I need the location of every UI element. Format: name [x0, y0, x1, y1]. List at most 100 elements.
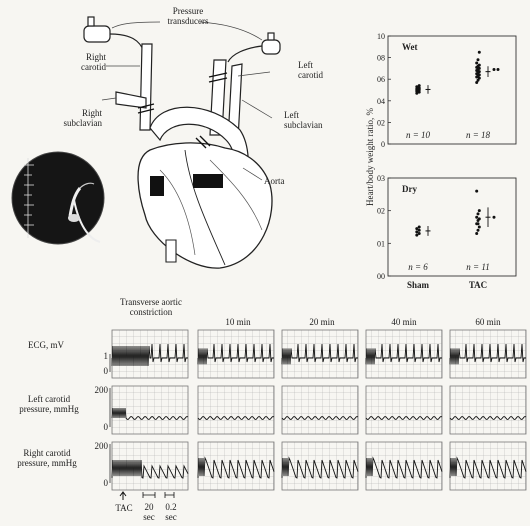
sham-point: [415, 233, 419, 237]
sham-point: [415, 87, 419, 91]
n-label-sham: n = 10: [406, 130, 431, 140]
sham-point: [415, 91, 419, 95]
tac-point: [476, 222, 480, 226]
y-tick-label: 01: [377, 239, 385, 248]
trace-grid: [197, 385, 275, 435]
tick-ecg-0: 0: [103, 366, 109, 376]
tac-point: [475, 215, 479, 219]
time-mark-02sec: 0.2 sec: [165, 502, 177, 522]
tick-rcp-200: 200: [94, 441, 109, 451]
y-tick-label: 04: [377, 97, 385, 106]
tick-lcp-200: 200: [94, 385, 109, 395]
tick-ecg-1: 1: [103, 351, 109, 361]
tac-marker-label: TAC: [115, 503, 133, 513]
label-left-subclavian: Left subclavian: [284, 110, 323, 130]
sham-point: [415, 230, 419, 234]
tac-extra-point: [492, 67, 496, 71]
trace-line: [365, 343, 442, 365]
tick-lcp-0: 0: [103, 422, 109, 432]
sham-point: [417, 228, 421, 232]
trace-grid: [449, 441, 527, 491]
label-aorta: Aorta: [264, 176, 285, 186]
sham-point: [415, 227, 419, 231]
tick-rcp-0: 0: [103, 478, 109, 488]
tac-point: [477, 70, 481, 74]
tac-point: [476, 212, 480, 216]
sham-point: [415, 85, 419, 89]
tac-point: [477, 73, 481, 77]
trace-grid: [197, 441, 275, 491]
tac-extra-point: [496, 67, 500, 71]
row-label-right-carotid: Right carotid pressure, mmHg: [17, 448, 77, 468]
tac-point: [475, 189, 479, 193]
time-bar-20sec: [142, 492, 156, 498]
trace-line: [197, 415, 275, 420]
y-tick-label: 0: [381, 140, 385, 149]
tac-point: [477, 63, 481, 67]
trace-line: [281, 415, 359, 420]
trace-line: [111, 343, 188, 367]
trace-line: [449, 415, 527, 420]
label-right-subclavian: Right subclavian: [63, 108, 103, 128]
trace-grid: [449, 385, 527, 435]
n-label-sham: n = 6: [408, 262, 428, 272]
tac-point: [476, 228, 480, 232]
row-label-ecg: ECG, mV: [28, 340, 64, 350]
plot-frame: [387, 177, 517, 277]
tac-point: [475, 80, 479, 84]
sham-point: [417, 225, 421, 229]
trace-grid: [281, 385, 359, 435]
sham-point: [417, 86, 421, 90]
plot-title: Wet: [402, 42, 418, 52]
col-title-10min: 10 min: [225, 317, 251, 327]
y-tick-label: 10: [377, 32, 385, 41]
plot-title: Dry: [402, 184, 417, 194]
tac-extra-point: [492, 215, 496, 219]
sham-point: [417, 90, 421, 94]
plot-frame: [387, 35, 517, 145]
trace-line: [281, 456, 359, 479]
tac-point: [476, 78, 480, 82]
y-tick-label: 06: [377, 75, 385, 84]
label-pressure-transducers: Pressure transducers: [167, 6, 209, 26]
trace-line: [449, 343, 526, 365]
tac-arrow: [119, 491, 127, 500]
tac-point: [477, 50, 481, 54]
trace-line: [111, 407, 189, 420]
tac-point: [477, 76, 481, 80]
trace-grid: [281, 441, 359, 491]
tac-point: [475, 61, 479, 65]
y-tick-label: 03: [377, 174, 385, 183]
tac-point: [477, 66, 481, 70]
col-title-60min: 60 min: [475, 317, 501, 327]
heart-anatomy-drawing: [11, 16, 281, 269]
trace-grid: [365, 385, 443, 435]
y-tick-label: 00: [377, 272, 385, 281]
trace-line: [365, 456, 443, 479]
trace-line: [281, 343, 358, 365]
tac-point: [477, 209, 481, 213]
row-label-left-carotid: Left carotid pressure, mmHg: [19, 394, 79, 414]
trace-line: [449, 456, 527, 479]
sham-point: [417, 232, 421, 236]
y-tick-label: 08: [377, 54, 385, 63]
sham-point: [417, 84, 421, 88]
label-left-carotid: Left carotid: [298, 60, 323, 80]
n-label-tac: n = 11: [466, 262, 489, 272]
trace-line: [111, 459, 189, 479]
trace-line: [197, 456, 275, 479]
y-tick-label: 02: [377, 207, 385, 216]
trace-line: [197, 343, 274, 365]
time-mark-20sec: 20 sec: [143, 502, 155, 522]
col-title-40min: 40 min: [391, 317, 417, 327]
category-sham: Sham: [407, 280, 430, 290]
tac-point: [475, 232, 479, 236]
tac-point: [477, 225, 481, 229]
col-title-tac: Transverse aortic constriction: [120, 297, 182, 317]
tac-point: [476, 58, 480, 62]
y-tick-label: 02: [377, 118, 385, 127]
trace-grid: [365, 441, 443, 491]
n-label-tac: n = 18: [466, 130, 491, 140]
